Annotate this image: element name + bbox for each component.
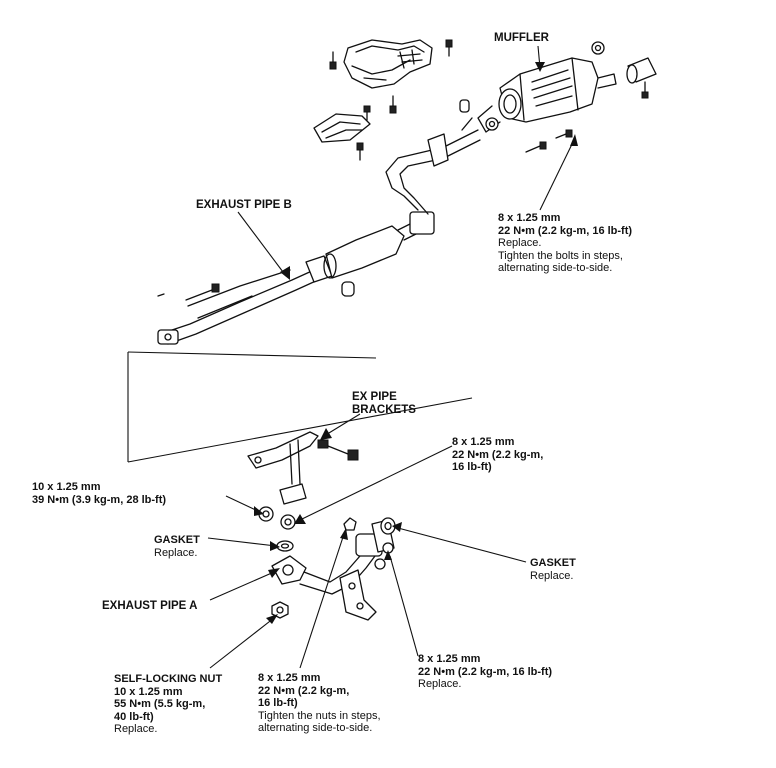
muffler-tail-pipe — [626, 57, 657, 99]
self-locking-nut-torque: 40 lb-ft) — [114, 710, 154, 723]
pipe-a-right-nut-note: Replace. — [418, 678, 462, 690]
pipe-a-nut-note: Tighten the nuts in steps, — [258, 709, 381, 722]
self-locking-nut-note: Replace. — [114, 723, 158, 735]
ex-pipe-brackets-label-line2: BRACKETS — [352, 403, 416, 416]
self-locking-nut — [271, 601, 289, 619]
bracket-nut-spec: 8 x 1.25 mm 22 N•m (2.2 kg-m, 16 lb-ft) — [452, 436, 543, 474]
muffler-rubber-hangers — [459, 41, 605, 131]
self-locking-nut-title: SELF-LOCKING NUT — [114, 673, 223, 685]
exhaust-pipe-a — [271, 519, 395, 621]
gasket-left — [276, 540, 294, 552]
bracket-bolt-spec: 10 x 1.25 mm 39 N•m (3.9 kg-m, 28 lb-ft) — [32, 481, 166, 506]
muffler-label: MUFFLER — [494, 32, 549, 44]
gasket-right-note: Replace. — [530, 569, 574, 582]
bracket-bolt-size: 10 x 1.25 mm — [32, 481, 101, 493]
exhaust-pipe-b — [157, 117, 481, 345]
gasket-left-title: GASKET — [154, 534, 200, 546]
leader-lines — [207, 45, 578, 669]
bracket-nut-torque: 16 lb-ft) — [452, 461, 492, 473]
gasket-right-title: GASKET — [530, 557, 576, 569]
pipe-a-nut-torque: 16 lb-ft) — [258, 697, 298, 709]
muffler-bolt-size: 8 x 1.25 mm — [498, 212, 561, 224]
pipe-a-right-nut-torque: 22 N•m (2.2 kg-m, 16 lb-ft) — [418, 665, 553, 678]
exhaust-pipe-a-label: EXHAUST PIPE A — [102, 600, 198, 612]
pipe-a-nut-note: alternating side-to-side. — [258, 722, 373, 734]
bracket-nut-size: 8 x 1.25 mm — [452, 436, 515, 448]
muffler — [477, 57, 617, 133]
ex-pipe-bracket — [247, 431, 359, 505]
gasket-left-note: Replace. — [154, 546, 198, 559]
muffler-bolt-torque: 22 N•m (2.2 kg-m, 16 lb-ft) — [498, 224, 633, 237]
pipe-a-right-nut-size: 8 x 1.25 mm — [418, 653, 481, 665]
self-locking-nut-torque: 55 N•m (5.5 kg-m, — [114, 698, 206, 710]
gasket-right-label: GASKET Replace. — [530, 557, 576, 582]
muffler-bolt-note: alternating side-to-side. — [498, 262, 613, 274]
heat-shield-mounting-bolts — [329, 39, 453, 161]
pipe-a-nut-spec: 8 x 1.25 mm 22 N•m (2.2 kg-m, 16 lb-ft) … — [258, 672, 381, 735]
muffler-bolt-note: Replace. — [498, 237, 542, 249]
exhaust-pipe-b-label: EXHAUST PIPE B — [196, 199, 292, 211]
muffler-bolt-spec: 8 x 1.25 mm 22 N•m (2.2 kg-m, 16 lb-ft) … — [498, 212, 632, 275]
bracket-bolt-torque: 39 N•m (3.9 kg-m, 28 lb-ft) — [32, 493, 167, 506]
self-locking-nut-spec: SELF-LOCKING NUT 10 x 1.25 mm 55 N•m (5.… — [114, 673, 222, 736]
muffler-bolt-note: Tighten the bolts in steps, — [498, 249, 623, 262]
self-locking-nut-size: 10 x 1.25 mm — [114, 685, 183, 698]
heat-shield-middle — [313, 113, 371, 143]
pipe-a-nut-torque: 22 N•m (2.2 kg-m, — [258, 684, 350, 697]
detail-callout-lines — [127, 351, 473, 463]
bracket-nut-torque: 22 N•m (2.2 kg-m, — [452, 448, 544, 461]
pipe-b-hangers — [157, 281, 355, 301]
ex-pipe-brackets-label: EX PIPE BRACKETS — [352, 391, 416, 416]
ex-pipe-brackets-label-line1: EX PIPE — [352, 391, 397, 403]
pipe-a-right-nut-spec: 8 x 1.25 mm 22 N•m (2.2 kg-m, 16 lb-ft) … — [418, 653, 552, 691]
muffler-joint-bolts — [525, 129, 573, 153]
pipe-a-nut-size: 8 x 1.25 mm — [258, 672, 321, 684]
gasket-left-label: GASKET Replace. — [154, 534, 200, 559]
bracket-bolt-and-nut — [258, 506, 296, 530]
heat-shield-upper — [343, 39, 433, 89]
gasket-right — [380, 517, 396, 535]
